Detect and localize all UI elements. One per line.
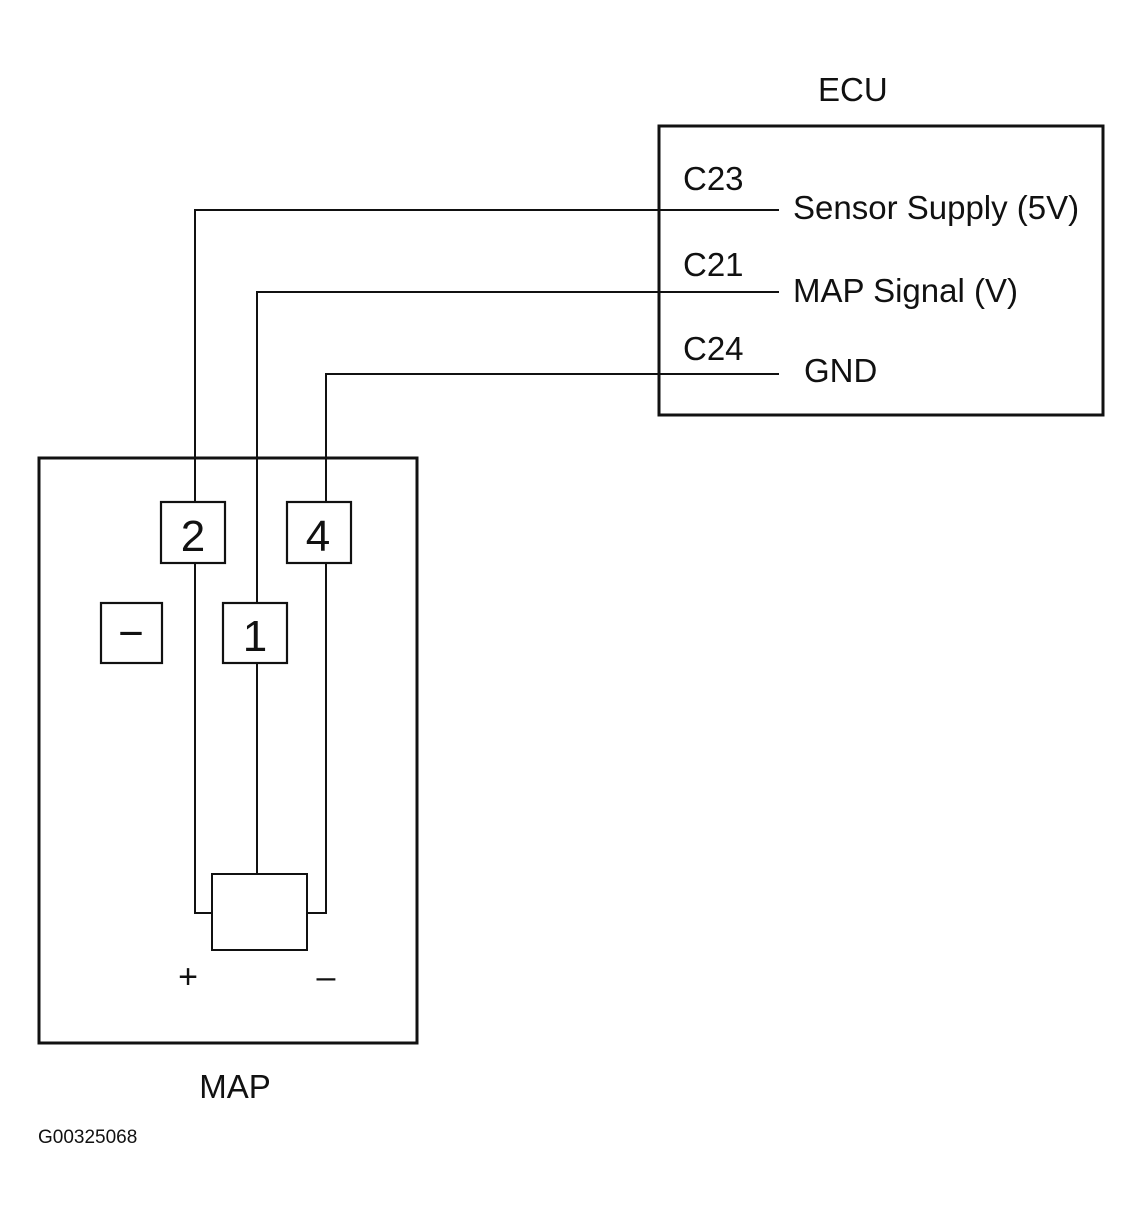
ecu-signal-map: MAP Signal (V) xyxy=(793,272,1018,309)
ecu-signal-sensor-supply: Sensor Supply (5V) xyxy=(793,189,1079,226)
ecu-pin-c23: C23 xyxy=(683,160,744,197)
ecu-box xyxy=(657,124,1105,417)
wire-map-signal xyxy=(256,291,779,874)
polarity-minus: – xyxy=(317,958,336,996)
polarity-plus: + xyxy=(178,958,198,996)
ecu-title: ECU xyxy=(818,71,888,108)
connector-pin-4-label: 4 xyxy=(306,512,330,561)
connector-pin-1-label: 1 xyxy=(243,612,267,661)
map-sensor-title: MAP xyxy=(199,1068,271,1105)
wire-sensor-supply xyxy=(194,209,779,914)
wire-gnd xyxy=(307,373,779,914)
ecu-pin-c21: C21 xyxy=(683,246,744,283)
connector-pin-4: 4 xyxy=(285,500,353,565)
connector-pin-unused-label: − xyxy=(118,609,144,658)
connector-pin-2: 2 xyxy=(159,500,227,565)
figure-id: G00325068 xyxy=(38,1127,137,1148)
map-sensor-box xyxy=(37,456,419,1045)
ecu-signal-gnd: GND xyxy=(804,352,877,389)
ecu-pin-c24: C24 xyxy=(683,330,744,367)
connector-pin-2-label: 2 xyxy=(181,512,205,561)
connector-pin-unused: − xyxy=(99,601,164,665)
sensing-element xyxy=(211,873,308,951)
connector-pin-1: 1 xyxy=(221,601,289,665)
